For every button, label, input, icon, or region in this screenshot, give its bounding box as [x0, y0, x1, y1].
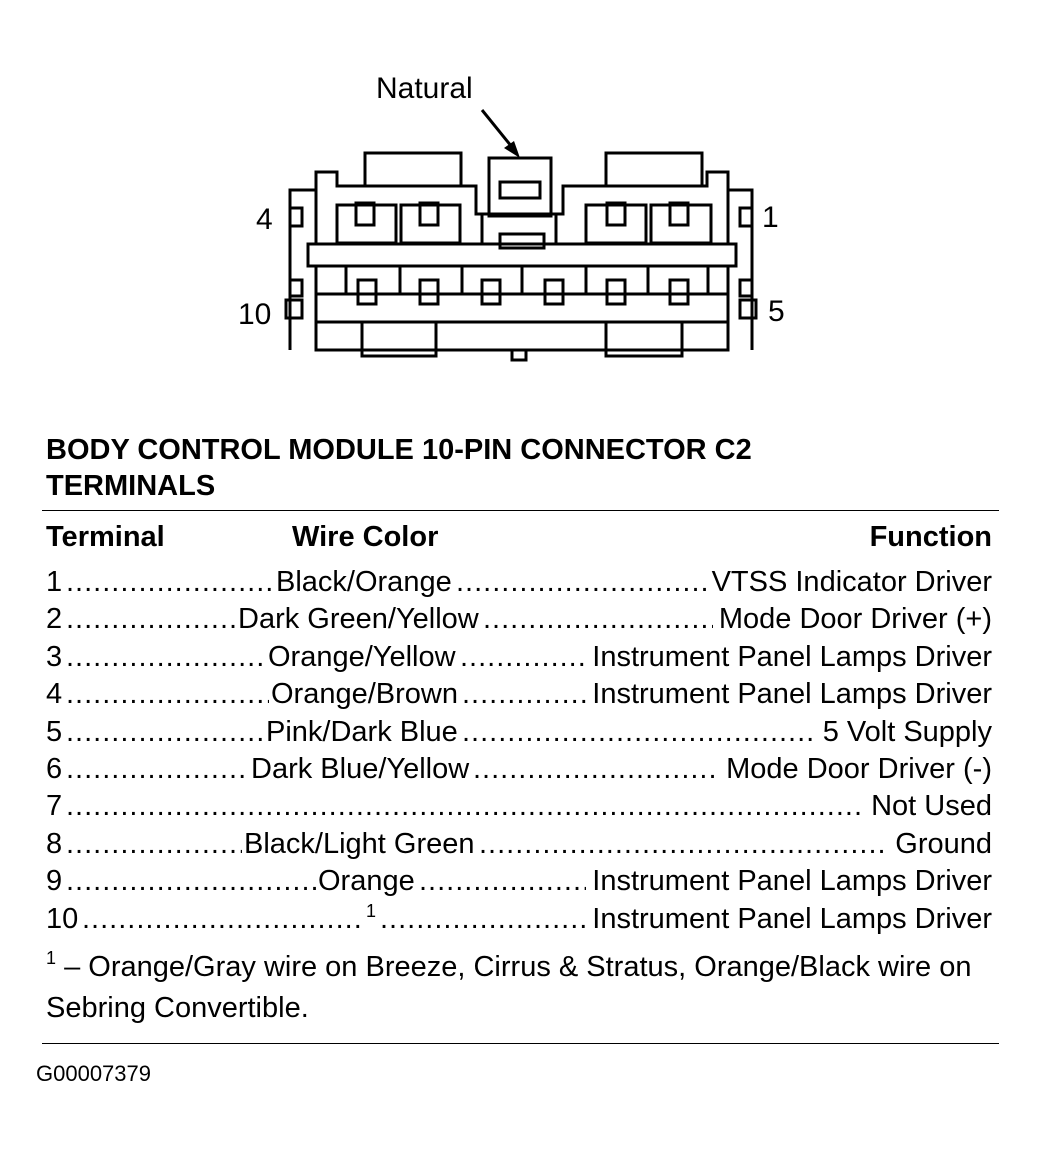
terminal-number: 6	[46, 753, 63, 785]
wire-color: Black/Orange	[276, 566, 452, 598]
header-function: Function	[869, 521, 992, 553]
leader-dots: ........................................…	[483, 603, 713, 636]
function: Instrument Panel Lamps Driver	[592, 678, 992, 711]
table-row: 8.......................................…	[46, 826, 992, 863]
table-row: 5.......................................…	[46, 714, 992, 751]
pin-label-1: 1	[762, 201, 779, 234]
wire-color: 1	[366, 900, 377, 921]
header-wire-color: Wire Color	[292, 521, 439, 553]
leader-dots: ........................................…	[66, 827, 242, 860]
function: Ground	[895, 827, 992, 860]
callout-arrowhead	[504, 141, 520, 158]
terminal-number: 7	[46, 790, 63, 823]
wire-color: Orange	[318, 865, 415, 898]
wire-color: Dark Green/Yellow	[238, 603, 479, 636]
table-title-line1: BODY CONTROL MODULE 10-PIN CONNECTOR C2	[46, 434, 752, 466]
footnote: 1 – Orange/Gray wire on Breeze, Cirrus &…	[46, 948, 986, 1027]
connector-diagram	[284, 109, 758, 362]
leader-dots: ........................................…	[462, 715, 817, 748]
wire-color: Orange/Yellow	[268, 640, 456, 673]
table-row: 9.......................................…	[46, 863, 992, 900]
pin-label-5: 5	[768, 295, 785, 328]
pin-label-4: 4	[256, 203, 273, 236]
header-terminal: Terminal	[46, 521, 165, 553]
table-row: 2.......................................…	[46, 601, 992, 638]
figure-code: G00007379	[36, 1061, 151, 1086]
table-row: 10......................................…	[46, 901, 992, 938]
leader-dots: ........................................…	[479, 827, 889, 860]
top-divider	[42, 510, 999, 511]
terminal-number: 10	[46, 902, 79, 935]
function: Instrument Panel Lamps Driver	[592, 902, 992, 935]
leader-dots: ........................................…	[66, 603, 236, 636]
leader-dots: ........................................…	[66, 715, 264, 748]
leader-dots: ........................................…	[66, 790, 865, 823]
terminal-number: 8	[46, 827, 63, 860]
terminal-number: 3	[46, 640, 63, 673]
terminal-number: 5	[46, 715, 63, 748]
footnote-marker: 1	[46, 948, 57, 968]
terminal-number: 9	[46, 865, 63, 898]
bottom-divider	[42, 1043, 999, 1044]
table-row: 4.......................................…	[46, 676, 992, 713]
terminal-number: 4	[46, 678, 63, 711]
leader-dots: ........................................…	[456, 566, 706, 598]
function: Mode Door Driver (+)	[718, 603, 992, 636]
leader-dots: ........................................…	[66, 566, 274, 598]
table-row: 6.......................................…	[46, 751, 992, 788]
leader-dots: ........................................…	[460, 640, 586, 673]
wire-color: Orange/Brown	[271, 678, 458, 711]
function: Instrument Panel Lamps Driver	[592, 865, 992, 898]
leader-dots: ........................................…	[66, 865, 316, 898]
table-title: BODY CONTROL MODULE 10-PIN CONNECTOR C2 …	[46, 432, 752, 504]
function: Instrument Panel Lamps Driver	[592, 640, 992, 673]
wire-color: Dark Blue/Yellow	[251, 753, 470, 785]
wire-color: Pink/Dark Blue	[266, 715, 458, 748]
pin-label-10: 10	[238, 298, 272, 331]
function: 5 Volt Supply	[822, 715, 992, 748]
function: VTSS Indicator Driver	[711, 566, 992, 598]
wire-color: Black/Light Green	[244, 827, 475, 860]
terminal-number: 1	[46, 566, 63, 598]
table-row: 1.......................................…	[46, 564, 992, 601]
function: Not Used	[871, 790, 992, 823]
leader-dots: ........................................…	[419, 865, 586, 898]
leader-dots: ........................................…	[380, 902, 586, 935]
footnote-text: – Orange/Gray wire on Breeze, Cirrus & S…	[46, 951, 972, 1024]
leader-dots: ........................................…	[66, 678, 269, 711]
terminal-number: 2	[46, 603, 63, 636]
table-title-line2: TERMINALS	[46, 470, 216, 502]
leader-dots: ........................................…	[66, 753, 249, 785]
table-row: 3.......................................…	[46, 639, 992, 676]
table-row: 7.......................................…	[46, 788, 992, 825]
leader-dots: ........................................…	[66, 640, 266, 673]
leader-dots: ........................................…	[462, 678, 586, 711]
leader-dots: ........................................…	[82, 902, 364, 935]
leader-dots: ........................................…	[473, 753, 720, 785]
function: Mode Door Driver (-)	[726, 753, 992, 785]
callout-natural-label: Natural	[376, 72, 473, 105]
